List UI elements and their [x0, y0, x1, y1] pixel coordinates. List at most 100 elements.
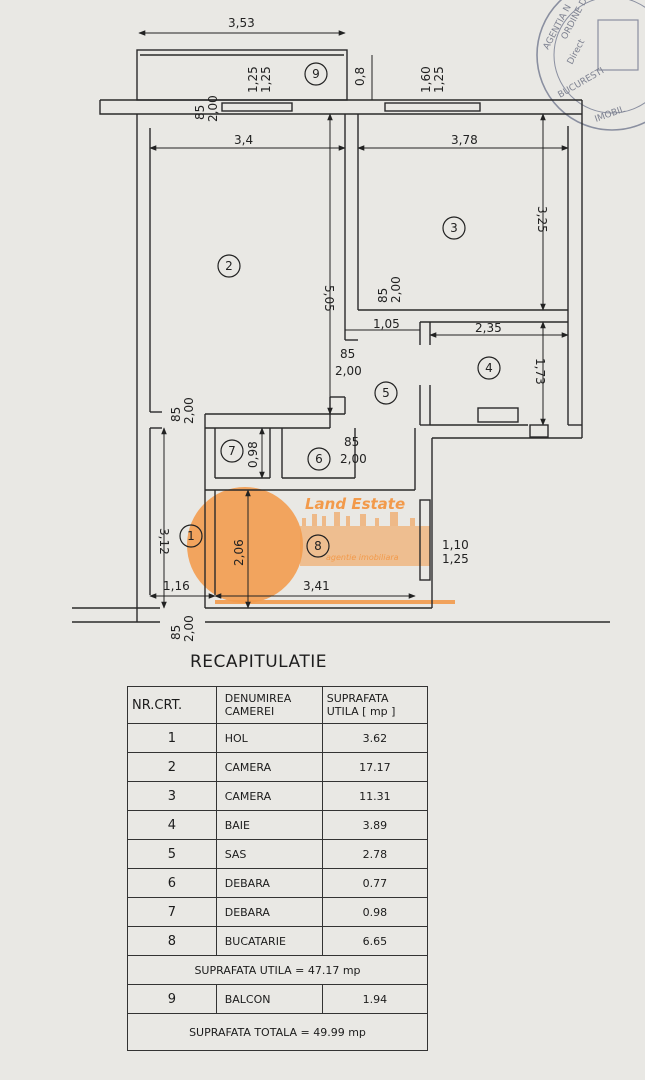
- table-row: 6 DEBARA 0.77: [127, 868, 429, 898]
- dimension-label: 3,53: [228, 16, 255, 30]
- dimension-label: 1,25: [432, 66, 446, 93]
- dimension-label: 85: [340, 347, 355, 361]
- cell-name: HOL: [215, 723, 323, 753]
- dimension-label: 3,78: [451, 133, 478, 147]
- cell-nr: 9: [127, 984, 217, 1014]
- cell-name: CAMERA: [215, 781, 323, 811]
- header-name: DENUMIREA CAMEREI: [215, 686, 323, 724]
- cell-nr: 4: [127, 810, 217, 840]
- dimension-label: 1,16: [163, 579, 190, 593]
- cell-area: 3.62: [321, 723, 429, 753]
- room-number: 4: [485, 361, 493, 375]
- cell-nr: 2: [127, 752, 217, 782]
- dimension-label: 85: [193, 105, 207, 120]
- dimension-label: 2,00: [340, 452, 367, 466]
- header-area-label: UTILA [ mp ]: [326, 705, 396, 718]
- room-number: 5: [382, 386, 390, 400]
- table-header-row: NR.CRT. DENUMIREA CAMEREI SUPRAFATA UTIL…: [127, 686, 429, 724]
- dimension-label: 1,60: [419, 66, 433, 93]
- cell-area: 6.65: [321, 926, 429, 956]
- room-number: 7: [228, 444, 236, 458]
- floor-plan: AGENTIA N ORDINE DE Direct BUCURESTI IMO…: [72, 0, 645, 642]
- header-area-label: SUPRAFATA: [326, 692, 389, 705]
- dimension-label: 3,4: [234, 133, 253, 147]
- dimension-label: 85: [344, 435, 359, 449]
- cell-nr: 7: [127, 897, 217, 927]
- table-row: 3 CAMERA 11.31: [127, 781, 429, 811]
- room-markers: [179, 62, 501, 558]
- cell-area: 1.94: [321, 984, 429, 1014]
- header-nr-label: NR.CRT.: [132, 697, 183, 713]
- grand-total-row: SUPRAFATA TOTALA = 49.99 mp: [127, 1013, 428, 1051]
- cell-area: 3.89: [321, 810, 429, 840]
- dimension-label: 3,41: [303, 579, 330, 593]
- dimension-label: 0,8: [353, 67, 367, 86]
- cell-area: 17.17: [321, 752, 429, 782]
- dimension-label: 2,00: [182, 397, 196, 424]
- cell-name: SAS: [215, 839, 323, 869]
- cell-area: 11.31: [321, 781, 429, 811]
- room-number: 3: [450, 221, 458, 235]
- cell-area: 0.77: [321, 868, 429, 898]
- recap-table: NR.CRT. DENUMIREA CAMEREI SUPRAFATA UTIL…: [127, 686, 429, 1051]
- room-number: 1: [187, 529, 195, 543]
- recap-title: RECAPITULATIE: [190, 652, 327, 672]
- balcony-outline: [136, 49, 348, 101]
- dimension-label: 85: [169, 625, 183, 640]
- table-row: 5 SAS 2.78: [127, 839, 429, 869]
- room-number: 6: [315, 452, 323, 466]
- cell-name: DEBARA: [215, 868, 323, 898]
- dimension-label: 1,25: [246, 66, 260, 93]
- cell-nr: 3: [127, 781, 217, 811]
- grand-total: SUPRAFATA TOTALA = 49.99 mp: [127, 1013, 428, 1051]
- cell-name: BALCON: [215, 984, 323, 1014]
- dimension-label: 1,73: [533, 358, 547, 385]
- dimension-label: 2,00: [182, 615, 196, 642]
- stamp: AGENTIA N ORDINE DE Direct BUCURESTI IMO…: [536, 0, 645, 131]
- cell-nr: 8: [127, 926, 217, 956]
- cell-name: BUCATARIE: [215, 926, 323, 956]
- dimension-label: 85: [169, 407, 183, 422]
- header-area: SUPRAFATA UTILA [ mp ]: [321, 686, 429, 724]
- dimension-label: 85: [376, 288, 390, 303]
- room-number: 9: [312, 67, 320, 81]
- stamp-text: BUCURESTI: [557, 66, 607, 100]
- dimension-labels: 3,53 0,8 1,25 1,25 1,60 1,25 85 2,00 3,4…: [157, 16, 549, 642]
- watermark-logo: Land Estate agentie imobiliara: [187, 487, 455, 604]
- table-row: 2 CAMERA 17.17: [127, 752, 429, 782]
- cell-nr: 5: [127, 839, 217, 869]
- dimension-label: 1,25: [259, 66, 273, 93]
- room-numbers: 1 2 3 4 5 6 7 8 9: [187, 67, 493, 553]
- dimension-label: 1,25: [442, 552, 469, 566]
- useful-total-row: SUPRAFATA UTILA = 47.17 mp: [127, 955, 428, 985]
- cell-name: DEBARA: [215, 897, 323, 927]
- dimension-label: 0,98: [246, 441, 260, 468]
- cell-name: BAIE: [215, 810, 323, 840]
- header-name-label: DENUMIREA: [224, 692, 292, 705]
- walls: [72, 99, 610, 623]
- header-nr: NR.CRT.: [127, 686, 217, 724]
- dimension-label: 2,06: [232, 539, 246, 566]
- watermark-brand: Land Estate: [305, 495, 405, 513]
- table-row: 1 HOL 3.62: [127, 723, 429, 753]
- dimension-label: 2,35: [475, 321, 502, 335]
- dimension-label: 2,00: [389, 276, 403, 303]
- table-row: 4 BAIE 3.89: [127, 810, 429, 840]
- dimension-label: 5,05: [322, 285, 336, 312]
- stamp-text: IMOBIL: [594, 105, 627, 125]
- dimension-label: 2,00: [335, 364, 362, 378]
- cell-area: 0.98: [321, 897, 429, 927]
- room-number: 8: [314, 539, 322, 553]
- dimension-label: 1,10: [442, 538, 469, 552]
- dimension-lines: [138, 30, 569, 609]
- useful-total: SUPRAFATA UTILA = 47.17 mp: [127, 955, 428, 985]
- table-row: 8 BUCATARIE 6.65: [127, 926, 429, 956]
- cell-name: CAMERA: [215, 752, 323, 782]
- dimension-label: 3,25: [535, 206, 549, 233]
- dimension-label: 1,05: [373, 317, 400, 331]
- stamp-text: Direct: [566, 38, 588, 67]
- table-row: 9 BALCON 1.94: [127, 984, 429, 1014]
- table-row: 7 DEBARA 0.98: [127, 897, 429, 927]
- dimension-label: 2,00: [206, 95, 220, 122]
- cell-nr: 1: [127, 723, 217, 753]
